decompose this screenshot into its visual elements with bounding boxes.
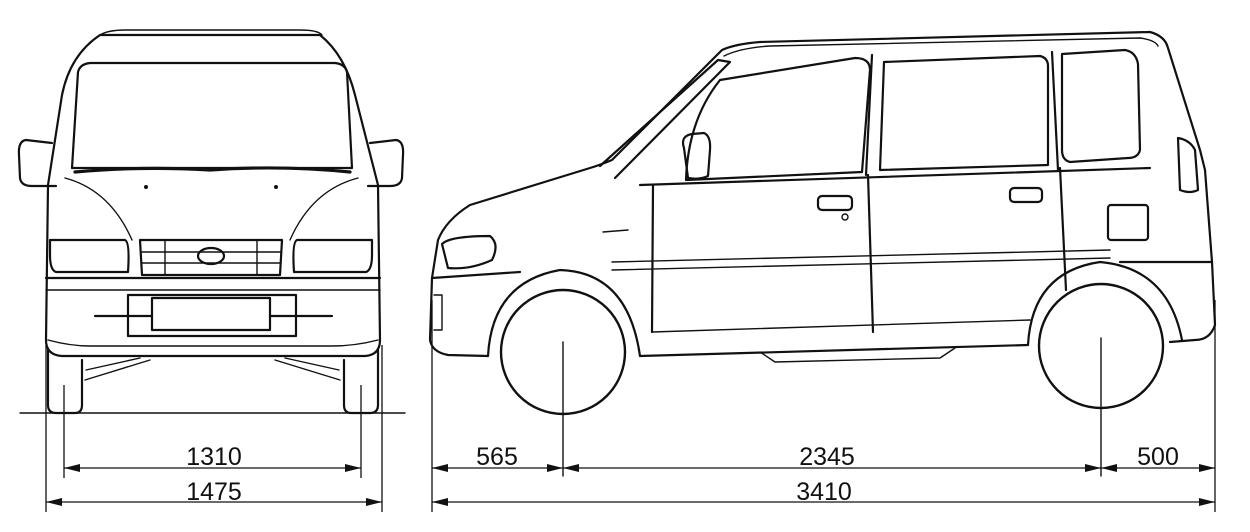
side-fuel-flap [1106, 203, 1150, 242]
front-view [17, 29, 406, 415]
front-body-outline [44, 33, 382, 358]
side-headlight [440, 234, 497, 270]
overall-length-label: 3410 [796, 478, 852, 506]
front-bonnet-crease-left [64, 177, 133, 241]
front-headlight-right [292, 238, 374, 274]
side-door-split [866, 173, 875, 334]
front-badge [196, 246, 226, 266]
front-roof-line [99, 29, 323, 36]
side-front-bumper-detail [433, 294, 443, 331]
side-rubbing-strip-top [611, 249, 1111, 263]
front-windscreen [70, 61, 354, 170]
front-lower-lip [47, 339, 379, 347]
side-a-pillar [598, 58, 732, 180]
side-front-door-handle [816, 194, 854, 212]
rear-overhang-label: 500 [1137, 443, 1179, 471]
side-front-door-leading-edge [650, 183, 655, 334]
front-mirror-left [17, 138, 58, 188]
front-mirror-right [366, 138, 405, 188]
side-indicator [602, 229, 629, 233]
side-front-bumper [428, 270, 522, 358]
front-track-label: 1310 [186, 443, 242, 471]
overall-width-label: 1475 [186, 478, 242, 506]
side-front-wheel-arch [486, 268, 642, 358]
side-rear-window [878, 54, 1050, 172]
side-b-pillar [864, 53, 874, 177]
front-bonnet-crease-right [289, 177, 359, 241]
side-front-window [684, 56, 872, 182]
front-wiper-cowl [73, 166, 352, 174]
side-rear-wheel-arch [1026, 260, 1184, 347]
front-overhang-label: 565 [476, 443, 518, 471]
side-underbody [759, 347, 956, 363]
side-sill-upper [651, 319, 1031, 333]
side-mirror [681, 131, 712, 180]
front-bonnet-dot-right [274, 185, 278, 189]
side-quarter-window [1060, 48, 1142, 164]
side-rear-door-handle [1008, 186, 1044, 204]
front-suspension-left [84, 357, 151, 381]
front-bonnet-dot-left [144, 185, 148, 189]
side-rear-light [1176, 136, 1200, 194]
side-belt-line [638, 166, 1152, 187]
front-plate-recess [126, 293, 298, 338]
side-sill [638, 343, 1030, 358]
side-rear-door-trailing-edge [1058, 166, 1068, 292]
wheelbase-label: 2345 [799, 443, 855, 471]
front-grille [138, 238, 284, 277]
side-roof-rail [723, 37, 1159, 57]
front-suspension-right [274, 357, 341, 381]
front-headlight-left [48, 238, 130, 274]
front-left-tyre [46, 348, 84, 415]
side-rubbing-strip-bottom [611, 257, 1111, 271]
side-view [428, 30, 1217, 477]
dimension-lines [45, 300, 1216, 512]
side-c-pillar [1050, 50, 1060, 172]
front-licence-plate [150, 296, 272, 332]
